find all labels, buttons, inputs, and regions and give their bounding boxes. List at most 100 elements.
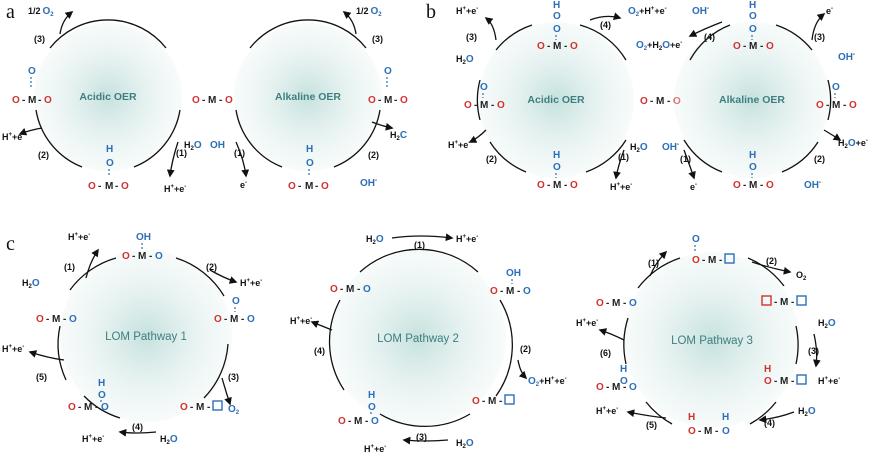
step-label-2: (2) bbox=[368, 150, 379, 160]
panel-label-c: c bbox=[6, 233, 15, 255]
adsorbed-oxygen: O bbox=[692, 234, 700, 245]
metal-site: M bbox=[230, 314, 238, 325]
hydrogen: H bbox=[764, 364, 771, 375]
bond-dash: - bbox=[365, 416, 368, 427]
lattice-oxygen: O bbox=[497, 100, 505, 111]
adsorbed-oxygen: O bbox=[620, 376, 628, 387]
step-arrow bbox=[221, 377, 232, 406]
bond-dash: - bbox=[22, 95, 25, 106]
step-label-4: (4) bbox=[132, 422, 143, 432]
bond-dash: - bbox=[547, 41, 550, 52]
adsorbed-oxygen: O bbox=[553, 162, 561, 173]
panel-b-alkaline-cycle: Alkaline OER H O O O - M - O O O - M - O… bbox=[636, 0, 868, 192]
adsorbed-hydroxyl: OH bbox=[506, 268, 521, 279]
step-label-1: (1) bbox=[176, 148, 187, 158]
lattice-oxygen: O bbox=[766, 180, 774, 191]
bond-dash: - bbox=[315, 181, 318, 192]
step-arrow bbox=[166, 141, 179, 178]
product-proton-electron: H++e- bbox=[2, 132, 24, 142]
lattice-oxygen: O bbox=[733, 180, 741, 191]
cycle-arc bbox=[133, 109, 181, 168]
metal-site: M bbox=[480, 100, 488, 111]
metal-site: M bbox=[52, 314, 60, 325]
bond-dash: - bbox=[500, 286, 503, 297]
step-arrow bbox=[589, 12, 622, 21]
cycle-arc bbox=[69, 257, 117, 291]
lattice-oxygen: O bbox=[101, 402, 109, 413]
step-label-3: (3) bbox=[372, 34, 383, 44]
lattice-oxygen: O bbox=[537, 180, 545, 191]
bond-dash: - bbox=[357, 284, 360, 295]
panel-a-alkaline-cycle: Alkaline OER O O - M - O H O O - M - O 1… bbox=[210, 6, 408, 192]
bond-dash: - bbox=[774, 376, 777, 387]
bond-dash: - bbox=[547, 180, 550, 191]
step-arrow bbox=[649, 250, 668, 277]
bond-dash: - bbox=[348, 416, 351, 427]
lattice-oxygen: O bbox=[121, 181, 129, 192]
cycle-arc bbox=[645, 401, 673, 425]
adsorbed-oxygen: O bbox=[688, 426, 696, 437]
product-water-electron: H2O+e- bbox=[838, 138, 868, 150]
bond-dash: - bbox=[132, 251, 135, 262]
lattice-oxygen: O bbox=[464, 100, 472, 111]
lattice-oxygen: O bbox=[371, 416, 379, 427]
reactant-hydroxide: OH- bbox=[662, 142, 679, 153]
oxygen-vacancy-icon bbox=[212, 400, 223, 411]
step-arrow bbox=[468, 129, 487, 143]
product-o2-water-electron: O2+H2O+e- bbox=[636, 40, 682, 52]
product-proton-electron: H++e- bbox=[290, 316, 312, 326]
metal-site: M bbox=[656, 96, 664, 107]
bond-dash: - bbox=[63, 314, 66, 325]
lattice-oxygen: O bbox=[570, 41, 578, 52]
cycle-arc bbox=[49, 19, 167, 49]
product-proton-electron: H++e- bbox=[818, 376, 840, 386]
oxygen-vacancy-icon bbox=[796, 374, 807, 385]
lattice-oxygen: O bbox=[523, 286, 531, 297]
cycle-arc bbox=[683, 139, 723, 173]
lattice-oxygen: O bbox=[766, 41, 774, 52]
lattice-oxygen: O bbox=[68, 402, 76, 413]
bond-dash: - bbox=[241, 314, 244, 325]
cycle-center-label: Acidic OER bbox=[527, 94, 585, 106]
lom-pathway-1-cycle: LOM Pathway 1 OH O - M - O O - M - O O O… bbox=[2, 232, 262, 446]
lattice-oxygen: O bbox=[288, 181, 296, 192]
bond-dash: - bbox=[115, 181, 118, 192]
step-label-1: (1) bbox=[64, 262, 75, 272]
step-arrow bbox=[823, 129, 842, 141]
metal-site: M bbox=[196, 402, 204, 413]
metal-site: M bbox=[832, 100, 840, 111]
bond-dash: - bbox=[190, 402, 193, 413]
bond-dash: - bbox=[791, 297, 794, 308]
oxygen-vacancy-icon bbox=[761, 295, 772, 306]
cycle-arc bbox=[781, 141, 819, 173]
adsorbed-oxygen: O bbox=[749, 11, 757, 22]
bond-dash: - bbox=[760, 180, 763, 191]
bond-dash: - bbox=[517, 286, 520, 297]
adsorbed-oxygen: O bbox=[749, 162, 757, 173]
step-label-2: (2) bbox=[814, 154, 825, 164]
metal-site: M bbox=[105, 181, 113, 192]
hydrogen: H bbox=[553, 150, 560, 161]
lattice-oxygen: O bbox=[629, 298, 637, 309]
lattice-oxygen: O bbox=[472, 396, 480, 407]
reactant-water: H2O bbox=[456, 54, 474, 66]
step-arrow bbox=[751, 261, 792, 275]
oxygen-vacancy-icon bbox=[724, 253, 735, 264]
metal-site: M bbox=[488, 396, 496, 407]
lattice-oxygen: O bbox=[596, 382, 604, 393]
reactant-water: H2O bbox=[456, 438, 474, 450]
metal-site: M bbox=[384, 95, 392, 106]
cycle-arc bbox=[359, 248, 479, 273]
bond-dash: - bbox=[46, 314, 49, 325]
cycle-background bbox=[234, 23, 382, 171]
lattice-oxygen: O bbox=[12, 95, 20, 106]
hydrogen: H bbox=[749, 0, 756, 11]
cycle-arc bbox=[235, 109, 283, 168]
step-arrow bbox=[402, 436, 449, 445]
bond-dash: - bbox=[38, 95, 41, 106]
product-proton-electron: H++e- bbox=[164, 184, 186, 194]
bond-dash: - bbox=[202, 95, 205, 106]
adsorbed-hydroxyl: OH bbox=[136, 232, 151, 243]
step-arrow bbox=[118, 428, 157, 437]
